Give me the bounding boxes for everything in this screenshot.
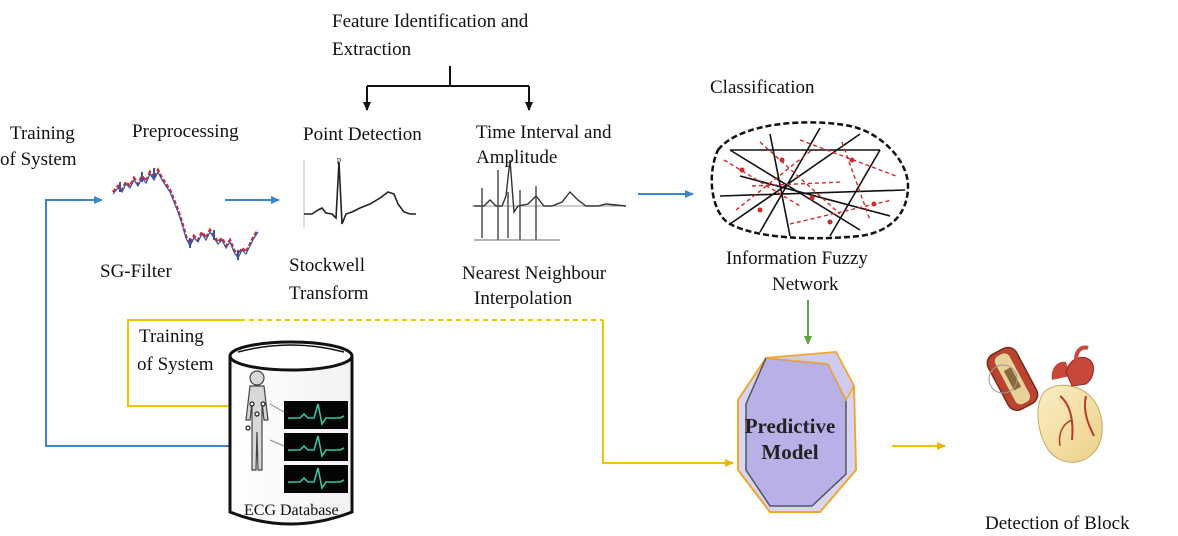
feature-title-line-2: Extraction [332,39,412,60]
stockwell-line-1: Stockwell [289,255,365,276]
training-top-line-1: Training [10,123,75,144]
preprocessing-label: Preprocessing [132,121,239,142]
ecg-interval-icon [470,159,630,246]
ecg-waveform-icon: p [296,150,420,236]
ecg-signal-icon [112,167,260,260]
nearest-line-2: Interpolation [474,288,573,309]
training-top-line-2: of System [0,149,77,170]
detection-label: Detection of Block [985,513,1130,534]
artery-block-icon [986,346,1039,411]
training-mid-line-1: Training [139,326,204,347]
ecg-panels [269,401,348,493]
training-yellow-line [127,319,946,467]
info-fuzzy-line-2: Network [772,274,839,295]
predictive-label-line-2: Model [761,440,819,464]
training-mid-line-2: of System [137,354,214,375]
heart-icon [1037,345,1103,463]
feature-bracket [363,66,533,111]
info-fuzzy-line-1: Information Fuzzy [726,248,868,269]
time-interval-line-2: Amplitude [476,147,558,168]
time-interval-line-1: Time Interval and [476,122,612,143]
sg-filter-label: SG-Filter [100,261,172,282]
point-detection-label: Point Detection [303,124,422,145]
nearest-line-1: Nearest Neighbour [462,263,607,284]
blue-flow-arrows [45,190,694,447]
predictive-model-shape [737,350,858,513]
feature-title-line-1: Feature Identification and [332,11,529,32]
predictive-label-line-1: Predictive [744,414,836,438]
classification-label: Classification [710,77,815,98]
svg-text:p: p [337,155,341,164]
stockwell-line-2: Transform [289,283,369,304]
human-body-icon [245,370,269,471]
ecg-database-label: ECG Database [244,502,339,519]
fuzzy-network-icon [710,121,910,240]
